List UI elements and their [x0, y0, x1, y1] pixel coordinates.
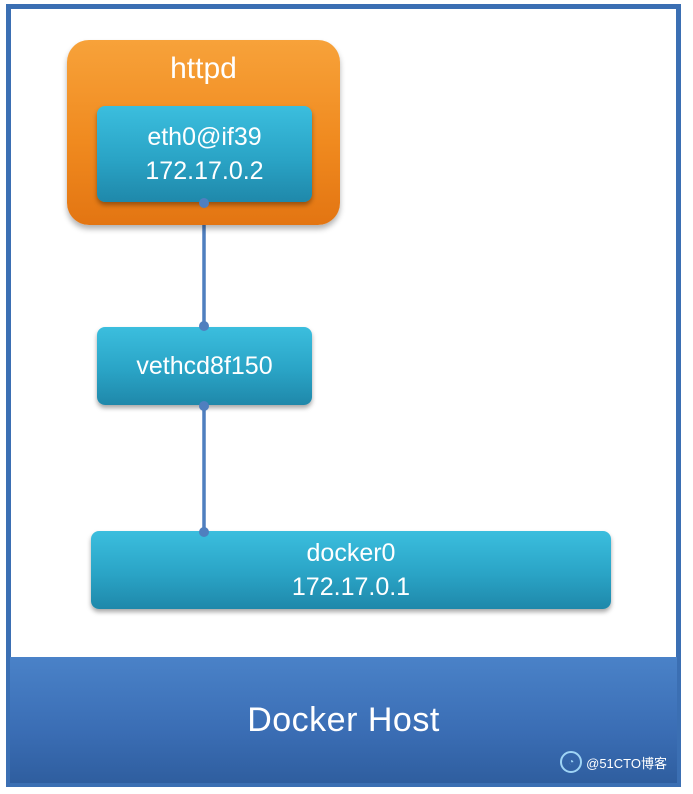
eth0-ip: 172.17.0.2 [145, 157, 264, 185]
docker0-bridge-node: docker0 172.17.0.1 [91, 531, 611, 609]
veth-interface-node: vethcd8f150 [97, 327, 312, 405]
watermark-logo-icon: ◔ [560, 751, 583, 773]
docker0-name: docker0 [306, 539, 396, 567]
container-label: httpd [170, 52, 237, 85]
eth0-interface-node: eth0@if39 172.17.0.2 [97, 106, 312, 202]
watermark: ◔ @51CTO博客 [560, 751, 667, 773]
watermark-text: @51CTO博客 [586, 755, 667, 771]
docker0-ip: 172.17.0.1 [291, 573, 411, 601]
eth0-name: eth0@if39 [147, 123, 262, 151]
veth-name: vethcd8f150 [136, 352, 273, 380]
docker-host-bar: Docker Host ◔ @51CTO博客 [10, 657, 677, 783]
docker-host-label: Docker Host [247, 700, 440, 739]
